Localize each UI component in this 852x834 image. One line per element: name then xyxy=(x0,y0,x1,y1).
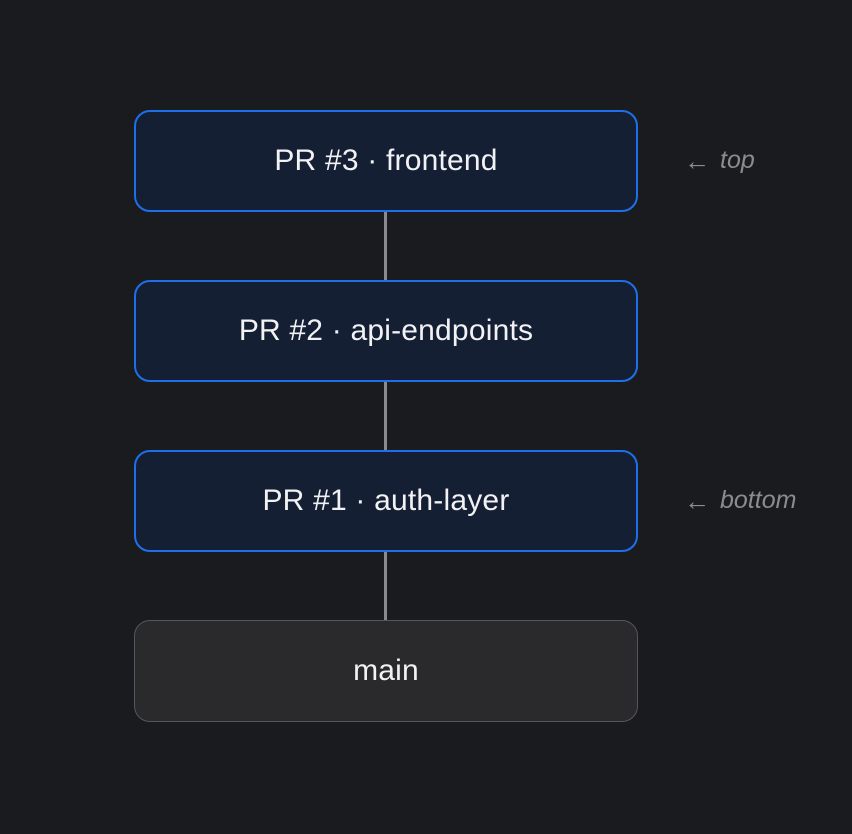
pr-stack: PR #3 · frontend PR #2 · api-endpoints P… xyxy=(134,110,638,722)
connector-pr3-to-pr2 xyxy=(384,205,387,287)
connector-pr1-to-main xyxy=(384,545,387,627)
stack-node-label: main xyxy=(353,654,419,687)
stack-node-pr-3[interactable]: PR #3 · frontend xyxy=(134,110,638,212)
annotation-bottom: ← bottom xyxy=(684,486,796,515)
stack-node-pr-2[interactable]: PR #2 · api-endpoints xyxy=(134,280,638,382)
stack-node-label: PR #3 · frontend xyxy=(274,144,498,177)
arrow-left-icon: ← xyxy=(684,145,710,176)
stack-node-main[interactable]: main xyxy=(134,620,638,722)
stack-node-label: PR #1 · auth-layer xyxy=(262,484,510,517)
arrow-left-icon: ← xyxy=(684,485,710,516)
annotation-top: ← top xyxy=(684,146,755,175)
connector-pr2-to-pr1 xyxy=(384,375,387,457)
stack-node-pr-1[interactable]: PR #1 · auth-layer xyxy=(134,450,638,552)
annotation-label: top xyxy=(720,146,755,174)
stack-node-label: PR #2 · api-endpoints xyxy=(238,314,534,347)
annotation-label: bottom xyxy=(720,486,797,514)
